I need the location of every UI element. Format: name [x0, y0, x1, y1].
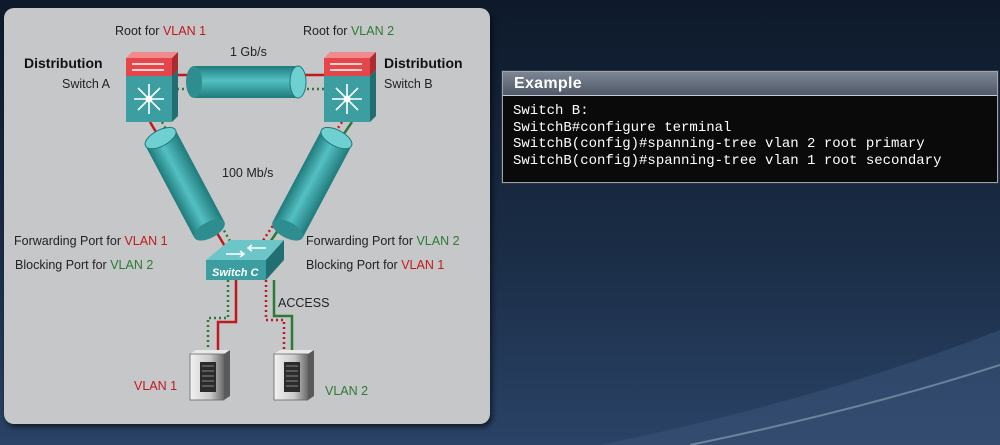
diagram-panel: Switch C [4, 8, 490, 424]
server-right-vlan: VLAN 2 [325, 384, 369, 398]
switch-b-root-prefix: Root for [303, 24, 348, 38]
switch-a-role: Distribution [24, 55, 103, 71]
right-blocking-label: Blocking Port for VLAN 1 [306, 258, 444, 272]
switch-b-icon [324, 52, 376, 122]
switch-b-root-label: Root for VLAN 2 [303, 24, 394, 38]
server-right-icon [273, 350, 314, 401]
left-forwarding-label: Forwarding Port for VLAN 1 [14, 234, 168, 248]
example-title: Example [503, 72, 997, 96]
switch-a-icon [126, 52, 178, 122]
switch-b-root-vlan: VLAN 2 [350, 24, 395, 38]
right-forwarding-prefix: Forwarding Port for [306, 234, 413, 248]
example-panel: Example Switch B: SwitchB#configure term… [502, 71, 998, 183]
code-line: SwitchB(config)#spanning-tree vlan 1 roo… [513, 152, 942, 169]
code-line: SwitchB(config)#spanning-tree vlan 2 roo… [513, 136, 925, 152]
access-links [206, 280, 294, 354]
right-blocking-vlan: VLAN 1 [401, 258, 445, 272]
link-a-b [172, 65, 330, 99]
switch-a-root-label: Root for VLAN 1 [115, 24, 206, 38]
right-forwarding-vlan: VLAN 2 [416, 234, 460, 248]
switch-a-root-vlan: VLAN 1 [162, 24, 207, 38]
link-a-c [144, 121, 236, 249]
switch-c-name: Switch C [212, 267, 260, 279]
server-left-icon [189, 350, 230, 401]
left-blocking-vlan: VLAN 2 [110, 258, 154, 272]
code-line: SwitchB#configure terminal [513, 119, 732, 136]
right-blocking-prefix: Blocking Port for [306, 258, 398, 272]
left-blocking-prefix: Blocking Port for [15, 258, 107, 272]
switch-a-name: Switch A [62, 77, 110, 91]
left-blocking-label: Blocking Port for VLAN 2 [15, 258, 153, 272]
link-ab-speed: 1 Gb/s [230, 45, 267, 59]
code-block: Switch B: SwitchB#configure terminal Swi… [503, 96, 997, 169]
switch-b-role: Distribution [384, 55, 463, 71]
left-forwarding-prefix: Forwarding Port for [14, 234, 121, 248]
left-forwarding-vlan: VLAN 1 [124, 234, 168, 248]
server-left-vlan: VLAN 1 [134, 379, 178, 393]
switch-b-name: Switch B [384, 77, 433, 91]
switch-c-icon: Switch C [206, 240, 284, 280]
right-forwarding-label: Forwarding Port for VLAN 2 [306, 234, 460, 248]
link-b-c [256, 121, 354, 249]
code-line: Switch B: [513, 103, 589, 119]
access-label: ACCESS [278, 296, 330, 310]
uplink-speed: 100 Mb/s [222, 166, 274, 180]
switch-a-root-prefix: Root for [115, 24, 160, 38]
network-diagram: Switch C [126, 52, 376, 401]
